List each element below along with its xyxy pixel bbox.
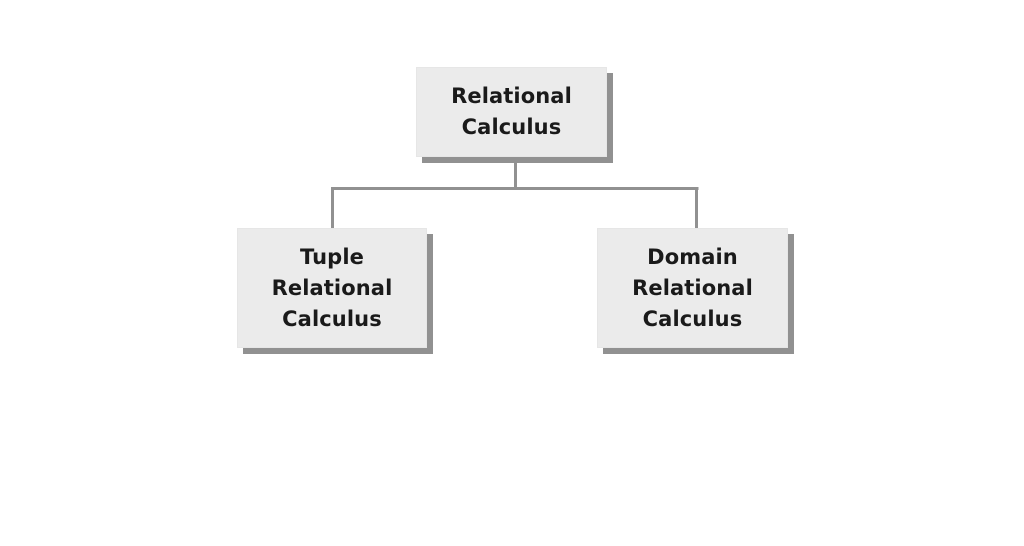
node-label-tuple-relational-calculus: Tuple Relational Calculus (271, 244, 393, 331)
node-domain-relational-calculus[interactable]: Domain Relational Calculus (597, 228, 788, 348)
node-label-domain-relational-calculus: Domain Relational Calculus (632, 244, 753, 331)
node-tuple-relational-calculus[interactable]: Tuple Relational Calculus (237, 228, 427, 348)
node-label-relational-calculus: Relational Calculus (451, 84, 572, 139)
node-relational-calculus[interactable]: Relational Calculus (416, 67, 607, 157)
